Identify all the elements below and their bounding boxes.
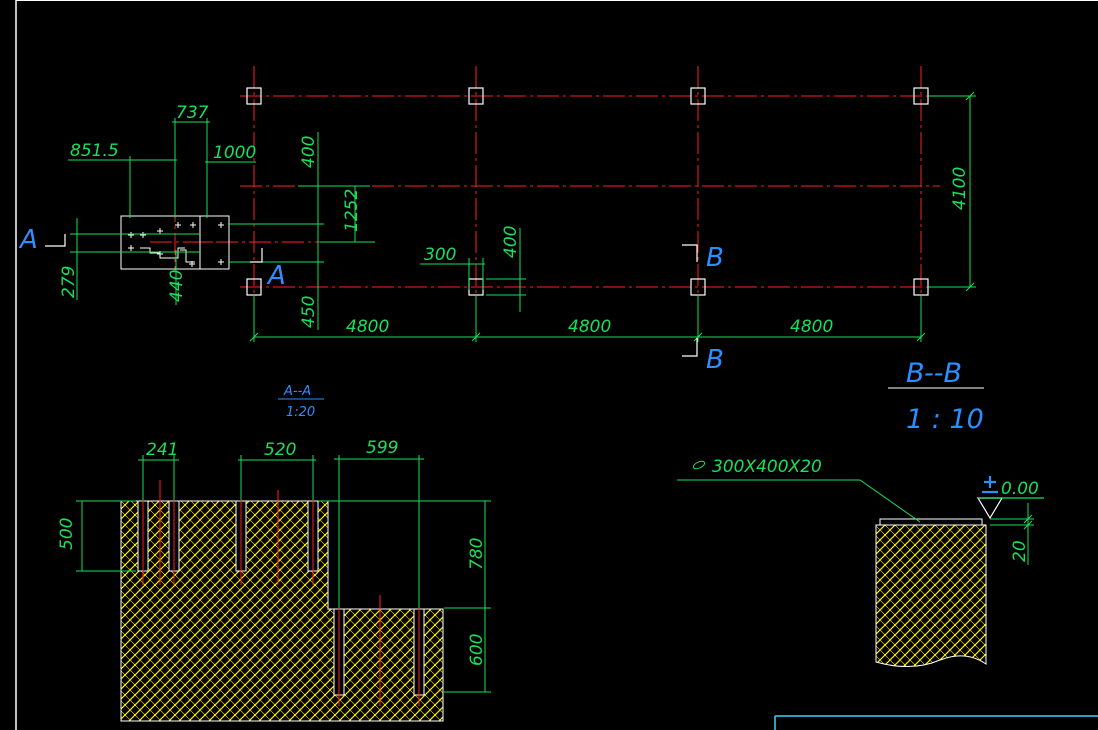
dim-400-column: 400 — [501, 226, 521, 258]
dim-780: 780 — [467, 538, 487, 570]
section-a-left-label: A — [18, 225, 38, 255]
width-4100-dimension: 4100 — [950, 167, 970, 210]
dim-440: 440 — [167, 270, 187, 302]
elevation-value: 0.00 — [1001, 479, 1039, 499]
plan-dimension-lines — [68, 91, 976, 342]
dim-600: 600 — [467, 634, 487, 666]
section-a-cut-marks — [45, 234, 263, 263]
section-bb-scale: 1 : 10 — [906, 404, 984, 435]
dim-400-top: 400 — [299, 136, 319, 168]
section-aa: A--A 1:20 — [57, 384, 491, 722]
column-pier-section — [875, 524, 987, 668]
title-block-edge — [774, 715, 1098, 730]
dim-1252: 1252 — [342, 189, 362, 232]
plate-leader — [677, 460, 921, 523]
elevation-mark — [976, 476, 1044, 520]
span-1-dimension: 4800 — [346, 317, 389, 337]
dim-1000: 1000 — [213, 143, 256, 163]
dim-279: 279 — [59, 266, 79, 298]
dim-241: 241 — [146, 440, 178, 460]
drawing-frame — [15, 0, 1098, 730]
anchor-bolts — [142, 480, 420, 706]
section-aa-dimension-lines — [76, 455, 491, 693]
section-bb-dimension-lines — [990, 503, 1034, 565]
embedded-plate — [879, 518, 983, 526]
span-3-dimension: 4800 — [790, 317, 833, 337]
dim-500: 500 — [57, 518, 77, 550]
dim-20: 20 — [1010, 540, 1030, 562]
span-2-dimension: 4800 — [568, 317, 611, 337]
dim-300: 300 — [424, 245, 456, 265]
section-aa-scale: 1:20 — [286, 405, 315, 420]
dim-520: 520 — [264, 440, 296, 460]
dim-737: 737 — [176, 103, 209, 123]
plate-size-label: 300X400X20 — [712, 457, 822, 477]
dim-599: 599 — [366, 438, 398, 458]
section-a-right-label: A — [266, 261, 286, 291]
section-b-cut-marks — [682, 244, 698, 357]
section-bb-title: B--B — [906, 358, 962, 389]
column-footings — [246, 87, 929, 296]
dim-851-5: 851.5 — [70, 141, 119, 161]
section-b-top-label: B — [706, 243, 724, 273]
section-aa-title: A--A — [283, 384, 311, 399]
dim-450: 450 — [299, 296, 319, 328]
section-b-bottom-label: B — [706, 345, 724, 375]
plan-view: A A B B 4800 4800 4800 4100 737 851.5 10… — [18, 66, 976, 375]
section-bb: B--B 1 : 10 300X400X20 0.00 20 — [677, 358, 1044, 668]
